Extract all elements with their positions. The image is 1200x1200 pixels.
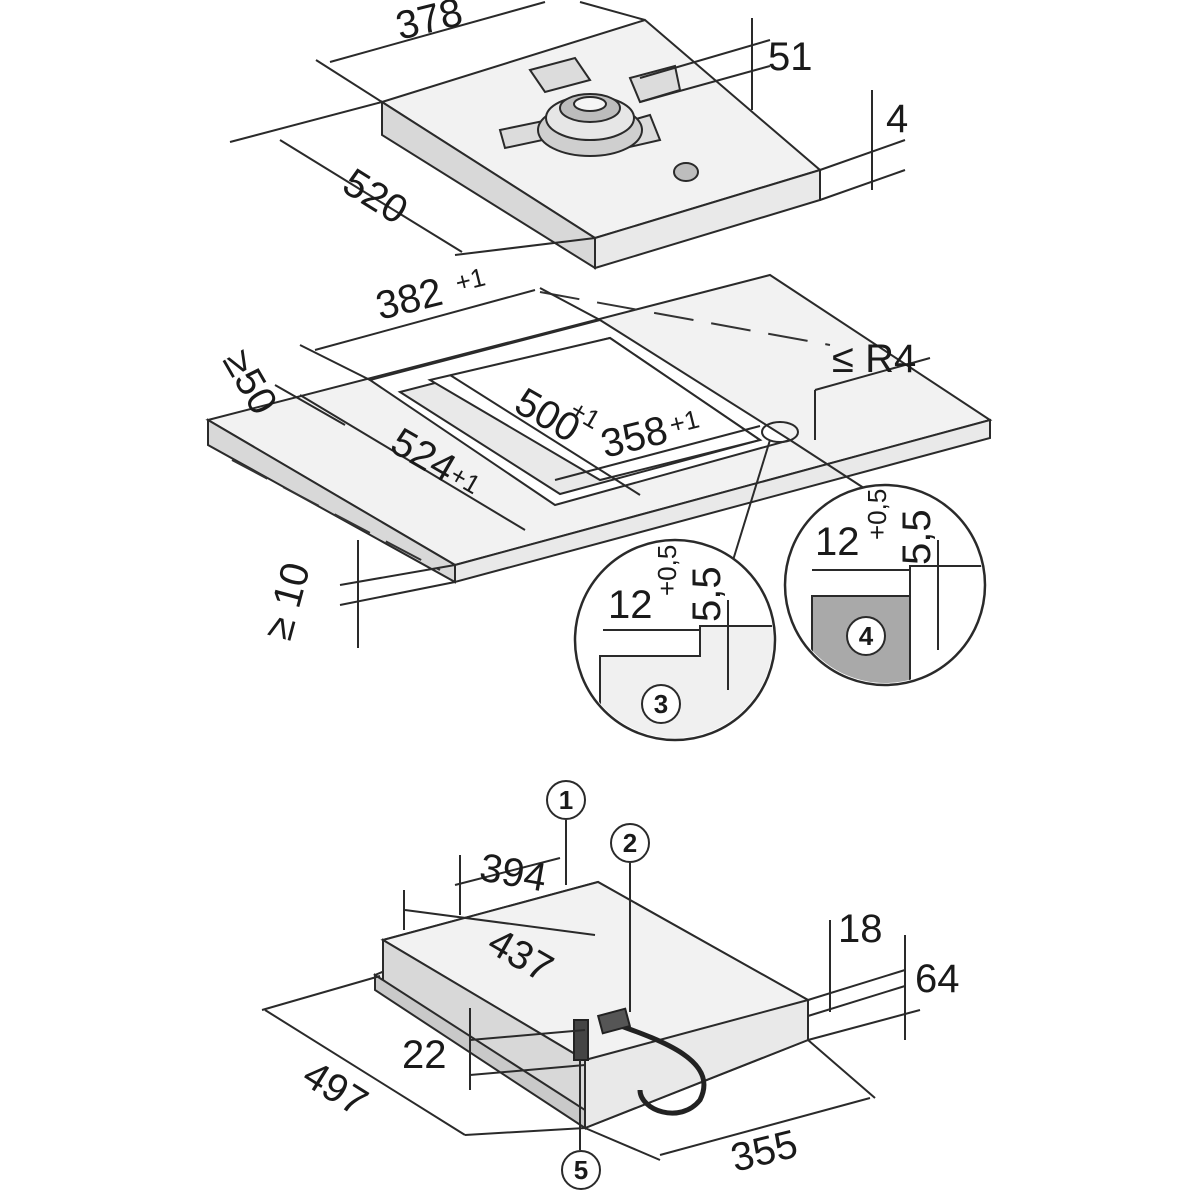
dim-497: 497 bbox=[295, 1052, 375, 1125]
callout-2-circle bbox=[610, 823, 650, 863]
dim-382: 382 bbox=[372, 270, 447, 329]
underside-drawing: 394 437 18 64 22 497 355 1 bbox=[261, 780, 960, 1190]
burner-icon bbox=[498, 56, 682, 157]
dim-358-tol: +1 bbox=[666, 404, 702, 440]
dim-51: 51 bbox=[768, 35, 813, 79]
dim-4: 4 bbox=[886, 97, 908, 141]
dim-22: 22 bbox=[402, 1033, 447, 1077]
worktop-side-face bbox=[454, 418, 991, 584]
detail-4-dim-55: 5,5 bbox=[895, 509, 939, 565]
detail-4-tol: +0,5 bbox=[862, 489, 892, 540]
callout-2: 2 bbox=[623, 828, 637, 858]
dim-520: 520 bbox=[335, 160, 415, 233]
dim-r4: ≤ R4 bbox=[832, 337, 916, 381]
detail-3: 12 +0,5 5,5 3 bbox=[573, 538, 777, 742]
dim-378: 378 bbox=[392, 0, 467, 49]
dim-394: 394 bbox=[476, 846, 549, 901]
detail-4-dim-12: 12 bbox=[815, 520, 860, 564]
connector-icon bbox=[596, 1007, 632, 1035]
cooktop-drawing: 378 51 4 520 bbox=[229, 0, 908, 270]
callout-5: 5 bbox=[574, 1155, 588, 1185]
dim-10: ≥ 10 bbox=[256, 558, 319, 644]
callout-4: 4 bbox=[859, 621, 874, 651]
dim-64: 64 bbox=[915, 957, 960, 1001]
knob-icon bbox=[673, 162, 699, 182]
detail-3-dim-12: 12 bbox=[608, 583, 653, 627]
detail-4: 12 +0,5 5,5 4 bbox=[783, 483, 987, 687]
detail-3-dim-55: 5,5 bbox=[685, 566, 729, 622]
gas-connection-icon bbox=[573, 1019, 589, 1061]
callout-1-circle bbox=[546, 780, 586, 820]
dim-382-tol: +1 bbox=[452, 262, 488, 298]
cutout-floor bbox=[427, 336, 763, 482]
callout-1: 1 bbox=[559, 785, 573, 815]
callout-3-circle bbox=[641, 684, 681, 724]
callout-4-circle bbox=[846, 616, 886, 656]
worktop-drawing: 382 +1 ≤ R4 ≥50 500 +1 358 +1 524 +1 ≥ 1… bbox=[205, 262, 993, 648]
dim-18: 18 bbox=[838, 907, 883, 951]
detail-3-tol: +0,5 bbox=[652, 545, 682, 596]
callout-5-circle bbox=[561, 1150, 601, 1190]
power-cable bbox=[609, 1019, 707, 1116]
callout-3: 3 bbox=[654, 689, 668, 719]
dim-355: 355 bbox=[727, 1122, 802, 1181]
